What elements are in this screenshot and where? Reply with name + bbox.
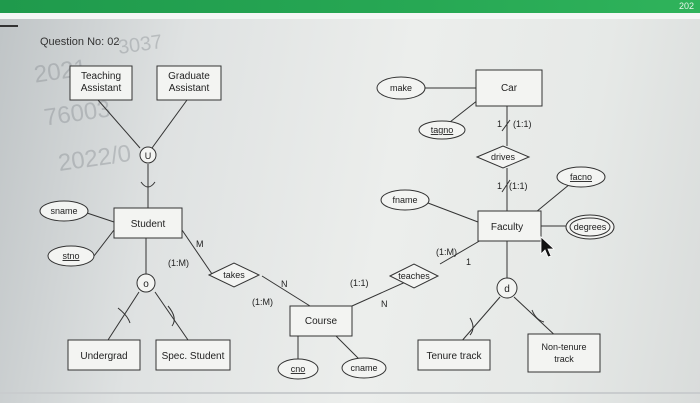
spec-overlap: o [143,279,149,290]
card-drives-faculty: (1:1) [509,181,528,191]
toolbar-strip [0,13,700,19]
entity-car: Car [501,83,518,94]
card-takes-course: (1:M) [252,297,273,307]
bottom-divider [0,392,700,394]
attr-stno: stno [62,251,79,261]
attr-cname: cname [350,363,377,373]
entity-student: Student [131,219,166,230]
corner-number: 202 [678,1,694,11]
card-drives-car-1: 1 [497,119,502,129]
card-teaches-faculty-1: 1 [466,257,471,267]
card-course-teaches: (1:1) [350,278,369,288]
dash-mark [0,25,18,27]
attr-degrees: degrees [574,222,607,232]
entity-undergrad: Undergrad [80,351,127,362]
card-drives-faculty-1: 1 [497,181,502,191]
attr-cno: cno [291,364,306,374]
card-drives-car: (1:1) [513,119,532,129]
top-bar: 202 [0,0,700,13]
spec-union: U [145,151,152,161]
mouse-cursor-icon [540,236,556,258]
entity-faculty: Faculty [491,222,523,233]
attr-sname: sname [50,206,77,216]
rel-teaches: teaches [398,271,430,281]
card-takes-course-n: N [281,279,288,289]
card-student-takes-m: M [196,239,204,249]
attr-tagno: tagno [431,125,454,135]
question-label: Question No: 02 [40,36,120,48]
rel-drives: drives [491,152,516,162]
attr-facno: facno [570,172,592,182]
spec-disjoint: d [504,284,510,295]
entity-tenure-track: Tenure track [426,351,482,362]
card-teaches-faculty: (1:M) [436,247,457,257]
attr-make: make [390,83,412,93]
entity-course: Course [305,316,338,327]
entity-spec-student: Spec. Student [162,351,225,362]
rel-takes: takes [223,270,245,280]
attr-fname: fname [392,195,417,205]
card-student-takes: (1:M) [168,258,189,268]
card-course-teaches-n: N [381,299,388,309]
